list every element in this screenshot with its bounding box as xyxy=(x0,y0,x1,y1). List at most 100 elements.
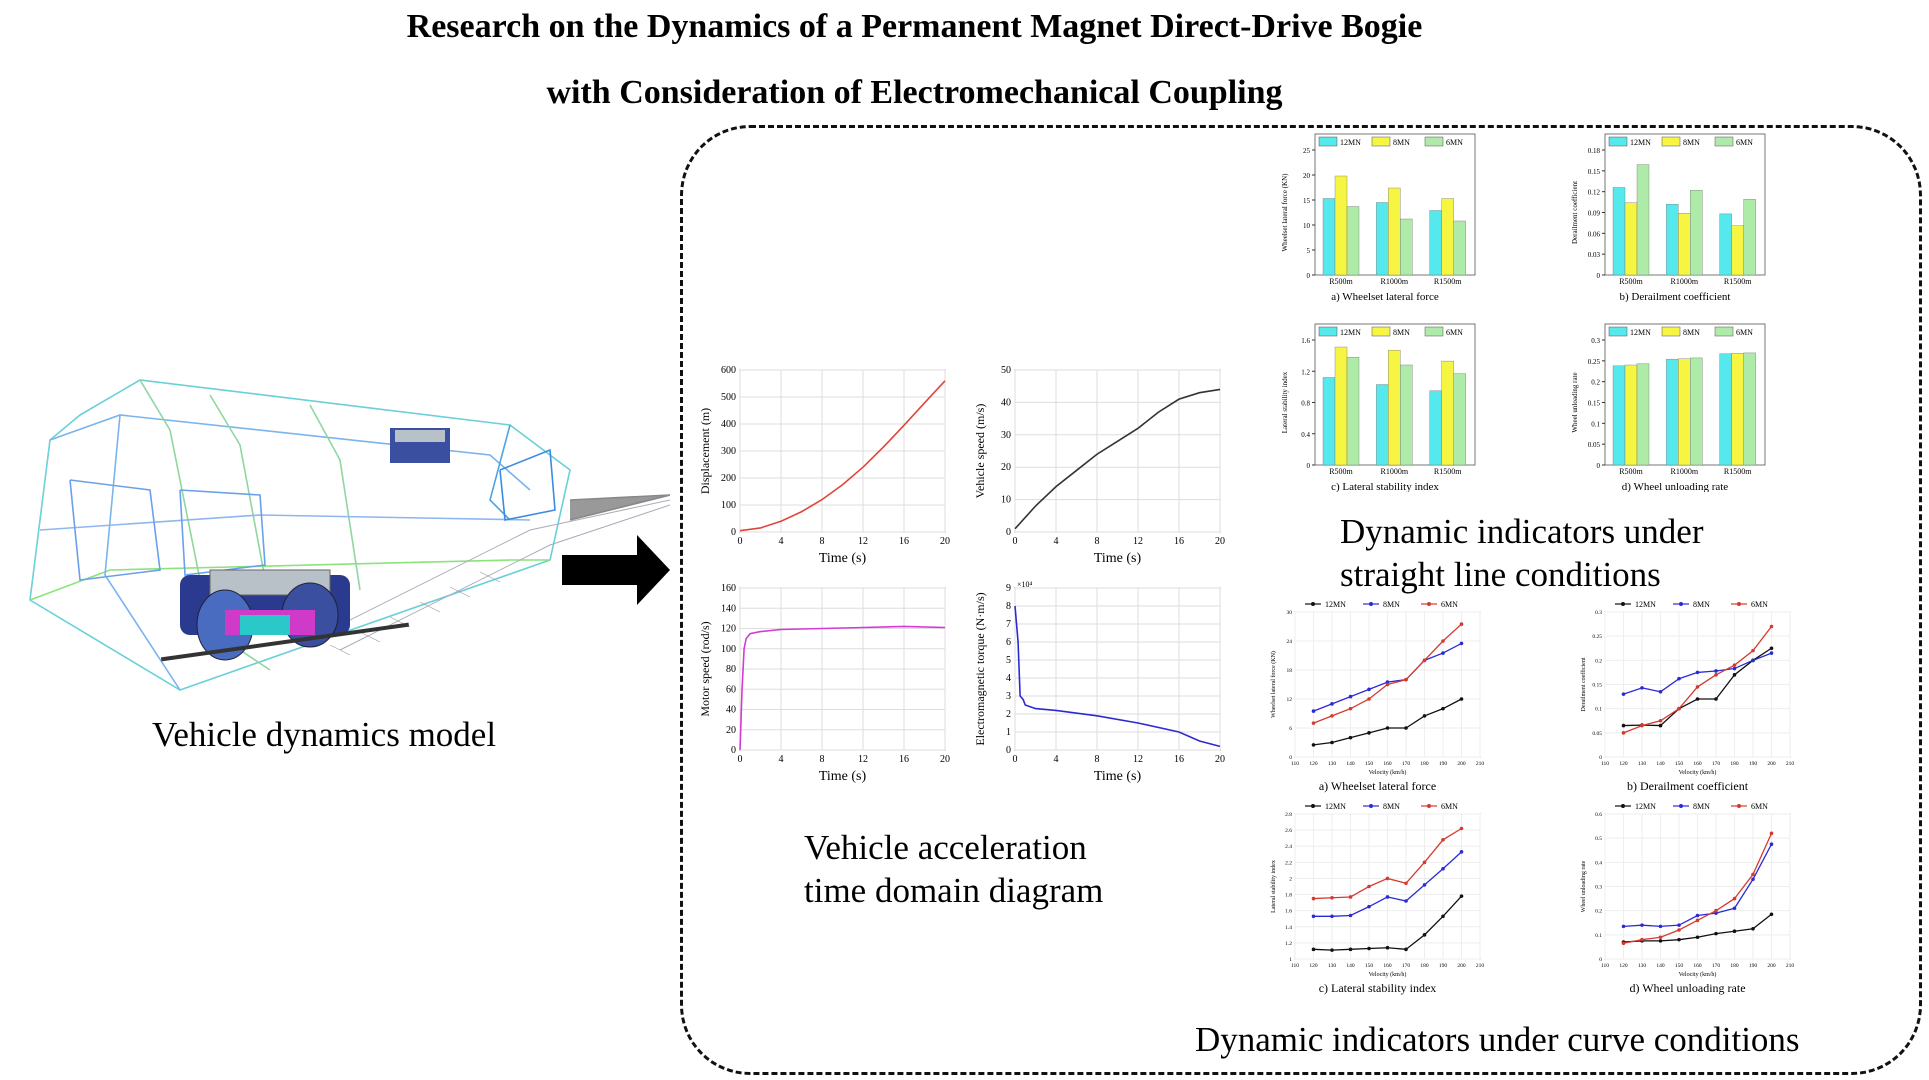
legend-label: 12MN xyxy=(1340,138,1361,147)
x-tick-label: 200 xyxy=(1767,761,1776,767)
y-tick-label: 0 xyxy=(731,527,736,538)
x-tick-label: 20 xyxy=(1215,754,1225,765)
data-point xyxy=(1677,676,1681,681)
data-point xyxy=(1714,673,1718,677)
bar xyxy=(1429,390,1442,466)
data-point xyxy=(1404,726,1408,730)
y-tick-label: 1.6 xyxy=(1301,337,1310,345)
data-point xyxy=(1695,697,1700,701)
data-point xyxy=(1769,842,1774,847)
y-tick-label: 0 xyxy=(1599,755,1602,761)
chart-caption: a) Wheelset lateral force xyxy=(1319,779,1436,793)
data-point xyxy=(1640,923,1644,927)
y-tick-label: 40 xyxy=(726,705,736,716)
bar xyxy=(1719,213,1732,276)
y-tick-label: 0.6 xyxy=(1595,812,1602,818)
y-tick-label: 9 xyxy=(1006,583,1011,594)
x-tick-label: 150 xyxy=(1675,761,1684,767)
data-point xyxy=(1330,914,1334,919)
x-tick-label: 4 xyxy=(779,754,784,765)
x-tick-label: 160 xyxy=(1383,761,1392,767)
bar xyxy=(1376,202,1389,276)
y-tick-label: 300 xyxy=(721,446,736,457)
vehicle-model-illustration xyxy=(29,379,670,691)
x-tick-label: 20 xyxy=(940,754,950,765)
x-tick-label: R1500m xyxy=(1724,277,1752,286)
x-tick-label: R500m xyxy=(1329,277,1353,286)
y-axis-label: Derailment coefficient xyxy=(1580,657,1587,711)
data-point xyxy=(1621,924,1626,929)
x-tick-label: 200 xyxy=(1767,963,1776,969)
data-point xyxy=(1769,912,1774,917)
x-tick-label: 160 xyxy=(1383,963,1392,969)
data-point xyxy=(1751,877,1755,882)
data-point xyxy=(1621,941,1626,946)
y-tick-label: 0.06 xyxy=(1588,230,1601,238)
x-tick-label: 120 xyxy=(1309,963,1318,969)
x-tick-label: R1000m xyxy=(1381,467,1409,476)
y-tick-label: 80 xyxy=(726,664,736,675)
data-point xyxy=(1311,896,1316,901)
y-tick-label: 30 xyxy=(1001,430,1011,441)
x-tick-label: R1000m xyxy=(1381,277,1409,286)
legend-swatch xyxy=(1318,326,1338,337)
x-axis-label: Time (s) xyxy=(1094,769,1142,784)
x-tick-label: 200 xyxy=(1457,963,1466,969)
data-point xyxy=(1441,706,1445,711)
y-axis-label: Vehicle speed (m/s) xyxy=(973,404,987,499)
y-tick-label: 1 xyxy=(1006,727,1011,738)
label-curve: Dynamic indicators under curve condition… xyxy=(1195,1020,1800,1059)
y-tick-label: 200 xyxy=(721,473,736,484)
legend-label: 12MN xyxy=(1635,600,1656,609)
y-tick-label: 0.2 xyxy=(1591,379,1600,387)
bar xyxy=(1612,365,1626,466)
x-tick-label: R1500m xyxy=(1724,467,1752,476)
data-point xyxy=(1330,702,1334,706)
x-tick-label: 150 xyxy=(1365,761,1374,767)
legend-label: 12MN xyxy=(1635,802,1656,811)
legend-marker xyxy=(1621,804,1625,808)
data-point xyxy=(1348,735,1353,740)
x-tick-label: 150 xyxy=(1675,963,1684,969)
data-point xyxy=(1330,714,1334,718)
x-tick-label: 110 xyxy=(1601,761,1609,767)
data-point xyxy=(1385,895,1390,899)
y-tick-label: 0.8 xyxy=(1301,400,1310,408)
bar xyxy=(1453,373,1466,466)
y-tick-label: 2.6 xyxy=(1285,828,1292,834)
data-point xyxy=(1348,913,1353,918)
data-point xyxy=(1732,906,1737,911)
label-vehicle-model: Vehicle dynamics model xyxy=(152,715,497,754)
x-tick-label: 150 xyxy=(1365,963,1374,969)
bar xyxy=(1678,358,1691,466)
label-accel: Vehicle acceleration time domain diagram xyxy=(804,828,1104,910)
x-tick-label: 20 xyxy=(940,536,950,547)
data-point xyxy=(1695,685,1700,689)
bar xyxy=(1731,353,1744,466)
y-tick-label: 0.03 xyxy=(1588,251,1601,259)
y-tick-label: 140 xyxy=(721,603,736,614)
bar xyxy=(1388,349,1401,466)
bar xyxy=(1346,206,1360,276)
data-point xyxy=(1751,872,1755,877)
x-tick-label: 12 xyxy=(858,536,868,547)
y-tick-label: 0.1 xyxy=(1595,933,1602,939)
x-tick-label: 140 xyxy=(1346,963,1355,969)
bar xyxy=(1441,198,1454,276)
x-tick-label: 0 xyxy=(738,754,743,765)
x-tick-label: 180 xyxy=(1730,761,1739,767)
y-tick-label: 2 xyxy=(1006,709,1011,720)
x-tick-label: 160 xyxy=(1693,761,1702,767)
x-tick-label: 210 xyxy=(1476,761,1485,767)
chart-caption: c) Lateral stability index xyxy=(1319,981,1437,995)
x-tick-label: 130 xyxy=(1638,963,1647,969)
x-tick-label: 190 xyxy=(1749,761,1758,767)
axis-multiplier: ×10⁴ xyxy=(1017,580,1033,589)
bar xyxy=(1429,210,1442,276)
y-tick-label: 0 xyxy=(1599,957,1602,963)
y-tick-label: 0.3 xyxy=(1591,337,1600,345)
x-tick-label: 210 xyxy=(1786,761,1795,767)
y-tick-label: 15 xyxy=(1303,197,1311,205)
